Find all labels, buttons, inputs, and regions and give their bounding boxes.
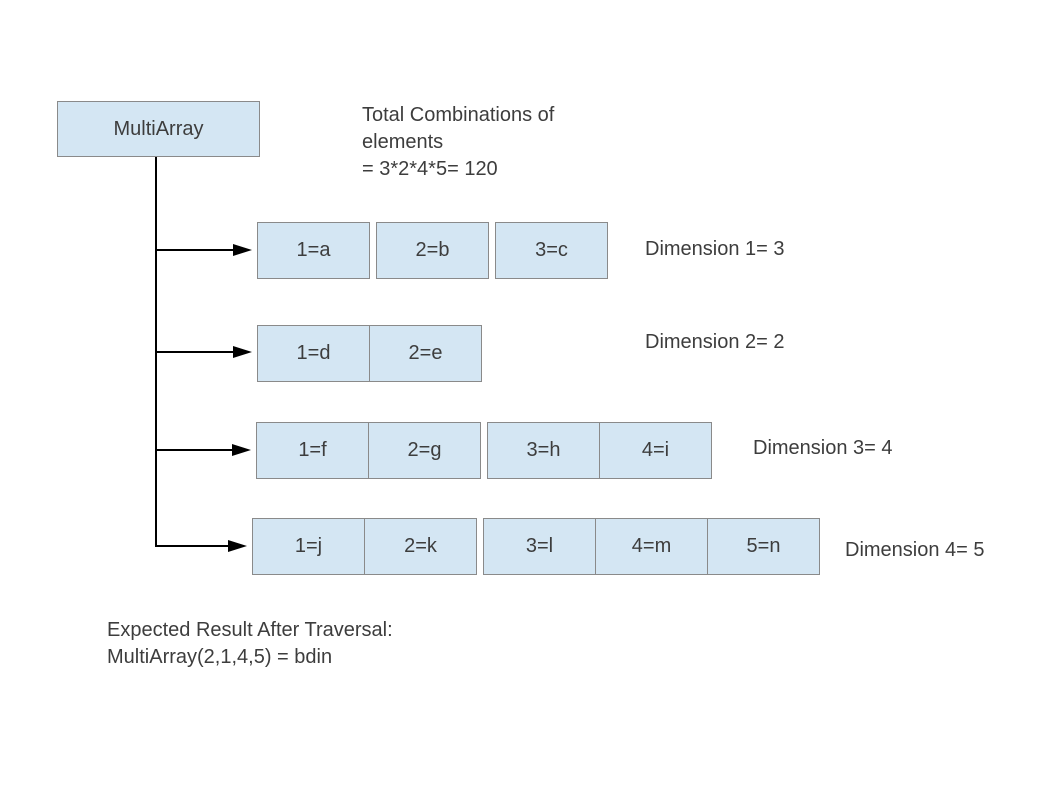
- array-cell-1-j: 1=j: [252, 518, 365, 575]
- array-cell-4-m: 4=m: [595, 518, 708, 575]
- array-cell-3-l: 3=l: [483, 518, 596, 575]
- array-cell-1-a: 1=a: [257, 222, 370, 279]
- right-arrowhead-icon: [233, 244, 252, 256]
- right-arrowhead-icon: [232, 444, 251, 456]
- array-cell-4-i: 4=i: [599, 422, 712, 479]
- multiarray-root-box: MultiArray: [57, 101, 260, 157]
- cell-group: 3=c: [495, 222, 608, 279]
- array-cell-2-g: 2=g: [368, 422, 481, 479]
- array-cell-5-n: 5=n: [707, 518, 820, 575]
- total-combinations-note: Total Combinations of elements = 3*2*4*5…: [362, 104, 555, 180]
- multiarray-root-label: MultiArray: [113, 117, 204, 140]
- array-cell-1-f: 1=f: [256, 422, 369, 479]
- array-cell-3-h: 3=h: [487, 422, 600, 479]
- dimension-2-label: Dimension 2= 2: [645, 331, 785, 353]
- array-cell-2-e: 2=e: [369, 325, 482, 382]
- array-cell-3-c: 3=c: [495, 222, 608, 279]
- cell-group: 2=b: [376, 222, 489, 279]
- array-cell-2-b: 2=b: [376, 222, 489, 279]
- dimension-4-label: Dimension 4= 5: [845, 539, 985, 561]
- right-arrowhead-icon: [228, 540, 247, 552]
- cell-group: 1=a: [257, 222, 370, 279]
- dimension-1-label: Dimension 1= 3: [645, 238, 785, 260]
- array-cell-1-d: 1=d: [257, 325, 370, 382]
- dimension-3-label: Dimension 3= 4: [753, 437, 893, 459]
- array-cell-2-k: 2=k: [364, 518, 477, 575]
- expected-result-note: Expected Result After Traversal: MultiAr…: [107, 619, 393, 668]
- right-arrowhead-icon: [233, 346, 252, 358]
